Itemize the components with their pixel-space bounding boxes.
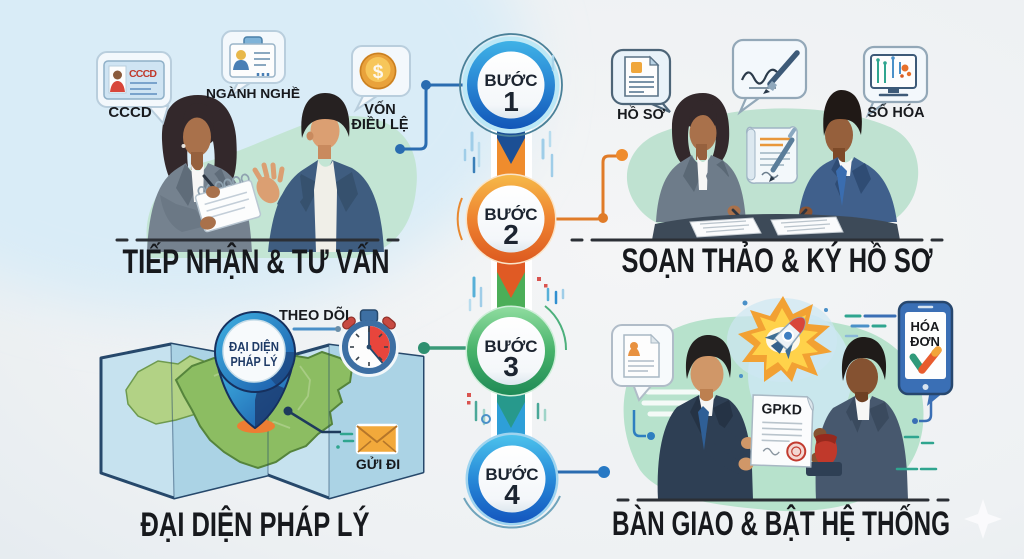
svg-text:NGÀNH NGHỀ: NGÀNH NGHỀ [206,86,300,101]
svg-text:1: 1 [503,86,519,117]
svg-text:ĐIỀU LỆ: ĐIỀU LỆ [351,115,409,133]
svg-text:3: 3 [503,351,519,382]
svg-text:GỬI ĐI: GỬI ĐI [356,455,400,472]
svg-text:SOẠN THẢO & KÝ HỒ SƠ: SOẠN THẢO & KÝ HỒ SƠ [622,242,933,280]
svg-text:SỐ HÓA: SỐ HÓA [867,103,925,121]
svg-text:CCCD: CCCD [129,68,157,80]
svg-text:PHÁP LÝ: PHÁP LÝ [231,354,279,369]
svg-text:BƯỚC: BƯỚC [484,71,537,90]
svg-text:BƯỚC: BƯỚC [484,337,537,356]
svg-text:ĐẠI DIỆN: ĐẠI DIỆN [229,339,279,354]
svg-text:THEO DÕI: THEO DÕI [279,306,349,324]
svg-text:TIẾP NHẬN & TƯ VẤN: TIẾP NHẬN & TƯ VẤN [123,243,390,281]
svg-text:$: $ [373,62,384,83]
svg-text:BÀN GIAO & BẬT HỆ THỐNG: BÀN GIAO & BẬT HỆ THỐNG [612,504,950,543]
svg-text:HÓA: HÓA [911,319,941,334]
svg-text:HỒ SƠ: HỒ SƠ [617,105,665,123]
svg-text:ĐẠI DIỆN PHÁP LÝ: ĐẠI DIỆN PHÁP LÝ [141,506,370,544]
svg-text:BƯỚC: BƯỚC [485,465,538,484]
svg-text:CCCD: CCCD [108,104,151,121]
svg-text:ĐƠN: ĐƠN [910,334,940,349]
svg-text:2: 2 [503,219,519,250]
svg-text:VỐN: VỐN [364,100,395,118]
svg-text:BƯỚC: BƯỚC [484,205,537,224]
svg-text:4: 4 [504,479,520,510]
svg-text:GPKD: GPKD [761,400,802,417]
